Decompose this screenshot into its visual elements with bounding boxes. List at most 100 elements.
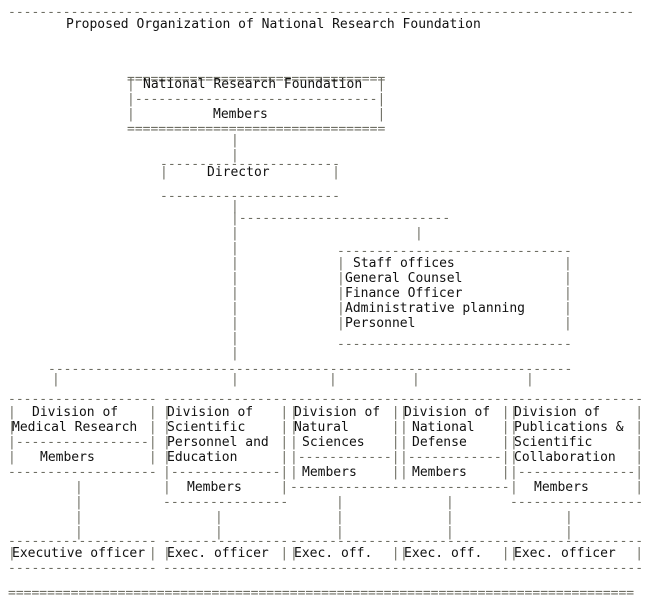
ascii-text-run: Medical Research bbox=[12, 420, 138, 435]
ascii-rule-run: |-----------------| bbox=[8, 435, 157, 450]
ascii-rule-run: | | bbox=[510, 546, 644, 561]
ascii-rule-run: ----------------------- bbox=[160, 157, 341, 172]
ascii-rule-run: |------------| bbox=[400, 450, 510, 465]
ascii-rule-run: | bbox=[231, 271, 239, 286]
ascii-text-run: Members bbox=[302, 465, 357, 480]
ascii-text-run: National bbox=[412, 420, 475, 435]
ascii-rule-run: | | bbox=[163, 435, 289, 450]
ascii-text-run: Education bbox=[167, 450, 238, 465]
ascii-rule-run: | | bbox=[127, 107, 386, 122]
ascii-rule-run: | bbox=[336, 510, 344, 525]
ascii-rule-run: | bbox=[336, 525, 344, 540]
ascii-rule-run: | bbox=[526, 372, 534, 387]
ascii-text-run: Collaboration bbox=[514, 450, 616, 465]
ascii-rule-run: | | bbox=[127, 77, 386, 92]
ascii-text-run: Members bbox=[534, 480, 589, 495]
ascii-rule-run: | bbox=[329, 372, 337, 387]
ascii-text-run: Scientific bbox=[514, 435, 593, 450]
ascii-rule-run: |--------------| bbox=[163, 465, 289, 480]
ascii-rule-run: | | bbox=[290, 435, 400, 450]
ascii-text-run: Administrative planning bbox=[345, 301, 526, 316]
ascii-rule-run: | bbox=[231, 301, 239, 316]
ascii-text-run: Defense bbox=[412, 435, 467, 450]
ascii-rule-run: | bbox=[75, 525, 83, 540]
ascii-rule-run: | bbox=[231, 226, 239, 241]
ascii-rule-run: | bbox=[415, 226, 423, 241]
ascii-rule-run: | | bbox=[400, 405, 510, 420]
ascii-rule-run: ------------------- bbox=[8, 392, 157, 407]
ascii-rule-run: | bbox=[52, 372, 60, 387]
ascii-text-run: Exec. officer bbox=[167, 546, 269, 561]
ascii-rule-run: | bbox=[446, 525, 454, 540]
ascii-rule-run: | | bbox=[337, 271, 572, 286]
ascii-rule-run: | | bbox=[8, 420, 157, 435]
ascii-rule-run: -------------- bbox=[400, 480, 510, 495]
ascii-rule-run: -------------- bbox=[400, 392, 510, 407]
ascii-rule-run: -------------- bbox=[400, 534, 510, 549]
ascii-rule-run: | | bbox=[510, 450, 644, 465]
ascii-text-run: General Counsel bbox=[345, 271, 463, 286]
ascii-rule-run: | | bbox=[163, 450, 289, 465]
ascii-rule-run: -------------- bbox=[400, 561, 510, 576]
ascii-rule-run: | bbox=[215, 510, 223, 525]
ascii-rule-run: -------------- bbox=[290, 392, 400, 407]
ascii-rule-run: | | bbox=[8, 405, 157, 420]
ascii-text-run: Exec. off. bbox=[294, 546, 373, 561]
ascii-rule-run: | | bbox=[337, 286, 572, 301]
ascii-text-run: Exec. off. bbox=[404, 546, 483, 561]
ascii-rule-run: | | bbox=[510, 435, 644, 450]
ascii-rule-run: | | bbox=[337, 316, 572, 331]
ascii-text-run: Division of bbox=[294, 405, 381, 420]
ascii-rule-run: ================================= bbox=[127, 122, 386, 137]
ascii-rule-run: | | bbox=[400, 465, 510, 480]
ascii-text-run: Division of bbox=[32, 405, 119, 420]
ascii-text-run: Director bbox=[207, 165, 270, 180]
ascii-text-run: Natural bbox=[294, 420, 349, 435]
ascii-text-run: Members bbox=[40, 450, 95, 465]
ascii-rule-run: | bbox=[231, 241, 239, 256]
ascii-rule-run: | | bbox=[290, 546, 400, 561]
ascii-rule-run: -------------- bbox=[290, 534, 400, 549]
ascii-rule-run: | | bbox=[510, 480, 644, 495]
ascii-rule-run: |---------------| bbox=[510, 465, 644, 480]
ascii-rule-run: ------------------- bbox=[8, 465, 157, 480]
ascii-rule-run: |-------------------------------| bbox=[127, 92, 386, 107]
ascii-rule-run: | bbox=[231, 199, 239, 214]
ascii-rule-run: ---------------- bbox=[163, 495, 289, 510]
ascii-text-run: Exec. officer bbox=[514, 546, 616, 561]
ascii-text-run: Sciences bbox=[302, 435, 365, 450]
ascii-rule-run: ---------------- bbox=[163, 392, 289, 407]
ascii-rule-run: | bbox=[231, 148, 239, 163]
ascii-rule-run: | bbox=[231, 346, 239, 361]
ascii-rule-run: -------------- bbox=[290, 480, 400, 495]
ascii-rule-run: | | bbox=[337, 301, 572, 316]
ascii-text-run: Executive officer bbox=[12, 546, 146, 561]
ascii-rule-run: | | bbox=[163, 420, 289, 435]
ascii-text-run: Division of bbox=[404, 405, 491, 420]
ascii-rule-run: ------------------------------ bbox=[337, 244, 572, 259]
ascii-rule-run: ----------------- bbox=[510, 561, 644, 576]
ascii-rule-run: ---------------- bbox=[163, 534, 289, 549]
ascii-rule-run: | | bbox=[163, 480, 289, 495]
ascii-rule-run: | | bbox=[8, 450, 157, 465]
ascii-rule-run: | | bbox=[8, 546, 157, 561]
ascii-rule-run: | bbox=[446, 510, 454, 525]
ascii-rule-run: ----------------- bbox=[510, 392, 644, 407]
ascii-rule-run: -------------- bbox=[290, 561, 400, 576]
ascii-rule-run: | | bbox=[400, 546, 510, 561]
ascii-rule-run: |--------------------------- bbox=[231, 211, 451, 226]
ascii-rule-run: ------------------- bbox=[8, 534, 157, 549]
ascii-text-run: Staff offices bbox=[353, 256, 455, 271]
ascii-rule-run: | bbox=[231, 331, 239, 346]
ascii-rule-run: | bbox=[336, 495, 344, 510]
ascii-text-run: Division of bbox=[514, 405, 601, 420]
ascii-rule-run: | bbox=[231, 256, 239, 271]
ascii-text-run: Proposed Organization of National Resear… bbox=[66, 17, 481, 32]
ascii-rule-run: ----------------------- bbox=[160, 189, 341, 204]
ascii-rule-run: | bbox=[231, 316, 239, 331]
ascii-rule-run: ------------------------------ bbox=[337, 337, 572, 352]
ascii-rule-run: | bbox=[75, 510, 83, 525]
ascii-text-run: Members bbox=[213, 107, 268, 122]
ascii-rule-run: | bbox=[215, 525, 223, 540]
ascii-text-run: National Research Foundation bbox=[143, 77, 363, 92]
